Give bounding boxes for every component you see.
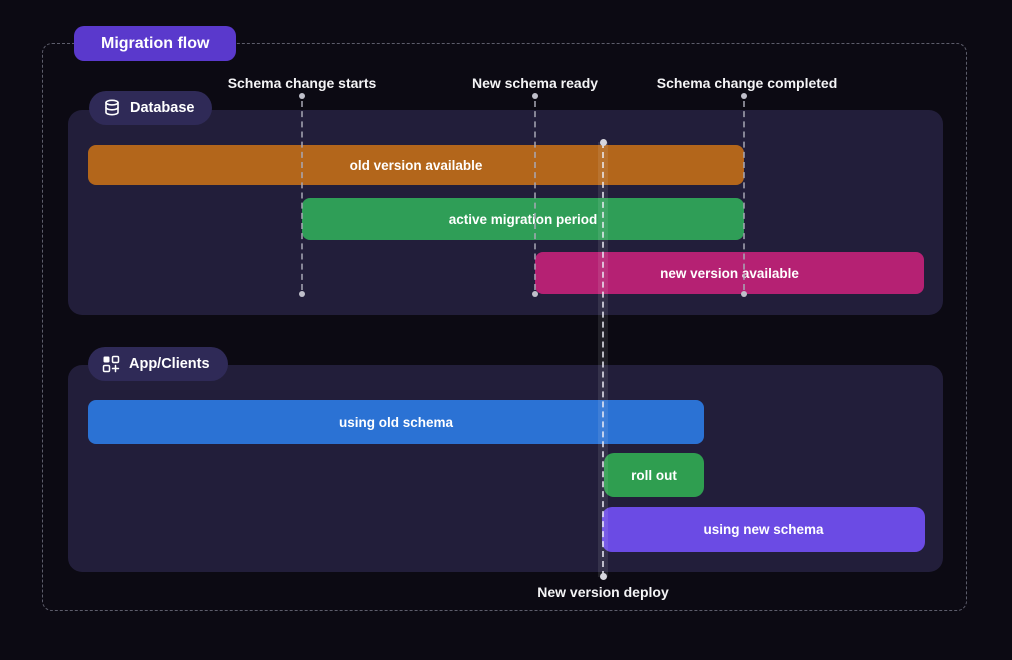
deploy-label: New version deploy [537,584,669,600]
event-label-schema-change-starts: Schema change starts [227,75,377,91]
event-label-new-schema-ready: New schema ready [471,75,599,91]
event-dot-bottom [299,291,305,297]
app-clients-badge: App/Clients [88,347,228,381]
bar-label: active migration period [448,211,598,227]
bar-label: using new schema [703,522,824,537]
bar-active-migration-period: active migration period [302,198,744,240]
database-badge-label: Database [130,100,195,116]
event-line-schema-change-starts [301,101,303,290]
event-dot-top [299,93,305,99]
event-dot-top [532,93,538,99]
event-line-schema-change-completed [743,101,745,290]
app-clients-badge-label: App/Clients [129,356,210,372]
event-label-schema-change-completed: Schema change completed [656,75,838,91]
deploy-dot-top [600,139,607,146]
bar-label: new version available [660,265,799,281]
event-dot-bottom [741,291,747,297]
event-dot-top [741,93,747,99]
deploy-dot-bottom [600,573,607,580]
database-badge: Database [89,91,213,125]
bar-roll-out: roll out [604,453,704,497]
diagram-frame [42,43,967,611]
bar-new-version-available: new version available [535,252,924,294]
bar-label: old version available [349,157,483,173]
deploy-line [602,142,604,577]
bar-label: roll out [631,467,677,483]
bar-label: using old schema [338,414,454,430]
database-icon [103,99,121,117]
bar-using-old-schema: using old schema [88,400,704,444]
title-badge: Migration flow [74,26,237,61]
title-badge-label: Migration flow [101,34,210,52]
event-line-new-schema-ready [534,101,536,290]
bar-using-new-schema: using new schema [602,507,925,552]
bar-old-version-available: old version available [88,145,744,185]
event-dot-bottom [532,291,538,297]
apps-plus-icon [102,355,120,373]
